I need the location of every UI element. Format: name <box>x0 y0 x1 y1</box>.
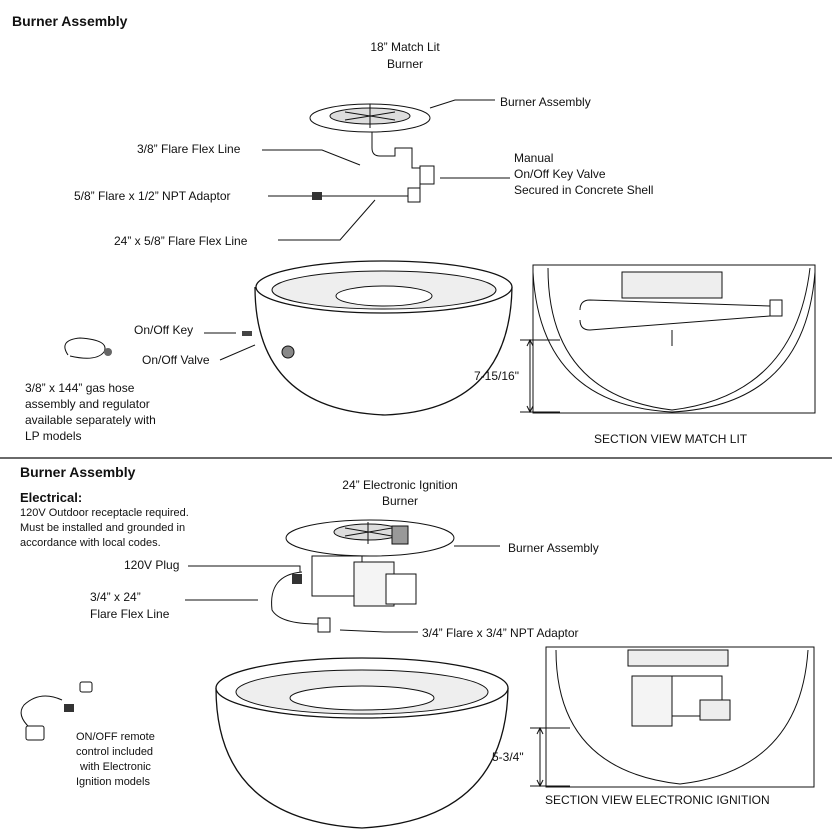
label-remote-line2: control included <box>76 746 154 758</box>
electronic-ignition-title: 24” Electronic Ignition <box>342 478 458 492</box>
electronic-ignition-title-line2: Burner <box>381 494 419 508</box>
label-manual-line2: On/Off Key Valve <box>514 167 606 181</box>
label-adaptor-bottom: 3/4” Flare x 3/4” NPT Adaptor <box>422 626 579 640</box>
label-remote-line4: Ignition models <box>76 776 150 788</box>
label-burner-assembly-top: Burner Assembly <box>500 95 591 109</box>
label-hose-line4: LP models <box>25 429 82 443</box>
label-adaptor-top: 5/8” Flare x 1/2” NPT Adaptor <box>74 189 231 203</box>
remote-control-icon <box>20 681 93 741</box>
label-flex-line2: Flare Flex Line <box>90 607 170 621</box>
match-lit-burner-drawing <box>309 103 435 203</box>
label-onoff-valve: On/Off Valve <box>142 353 210 367</box>
label-flex-line1: 3/4” x 24” <box>90 590 141 604</box>
label-flare-flex-line: 3/8” Flare Flex Line <box>137 142 241 156</box>
match-lit-title-line2: Burner <box>386 57 424 71</box>
electronic-ignition-burner-drawing <box>271 519 455 633</box>
label-manual-line1: Manual <box>514 151 554 165</box>
bottom-leader-lines <box>185 545 500 633</box>
label-flex-line-24: 24” x 5/8” Flare Flex Line <box>114 234 248 248</box>
label-remote-line1: ON/OFF remote <box>76 731 155 743</box>
label-120v-plug: 120V Plug <box>124 558 180 572</box>
label-burner-assembly-bottom: Burner Assembly <box>508 541 599 555</box>
electrical-line3: accordance with local codes. <box>20 537 161 549</box>
electrical-line1: 120V Outdoor receptacle required. <box>20 507 189 519</box>
electrical-heading: Electrical: <box>20 490 83 505</box>
label-hose-line2: assembly and regulator <box>25 397 150 411</box>
top-heading: Burner Assembly <box>12 13 128 29</box>
bottom-heading: Burner Assembly <box>20 464 136 480</box>
top-leader-lines <box>204 99 510 361</box>
label-remote-line3: with Electronic <box>80 761 151 773</box>
gas-hose-icon <box>64 337 112 359</box>
label-manual-line3: Secured in Concrete Shell <box>514 183 654 197</box>
section-view-electronic-ignition: SECTION VIEW ELECTRONIC IGNITION <box>545 793 770 807</box>
dimension-bottom: 5-3/4" <box>492 750 524 764</box>
match-lit-section-view <box>520 264 816 414</box>
label-hose-line3: available separately with <box>25 413 156 427</box>
label-hose-line1: 3/8” x 144” gas hose <box>25 381 135 395</box>
electronic-ignition-bowl <box>215 657 509 829</box>
section-view-match-lit: SECTION VIEW MATCH LIT <box>594 432 748 446</box>
electrical-line2: Must be installed and grounded in <box>20 522 186 534</box>
electronic-ignition-section-view <box>530 646 815 788</box>
label-onoff-key: On/Off Key <box>134 323 194 337</box>
dimension-top: 7-15/16" <box>474 369 519 383</box>
match-lit-title: 18” Match Lit <box>370 40 440 54</box>
match-lit-bowl <box>242 260 513 416</box>
